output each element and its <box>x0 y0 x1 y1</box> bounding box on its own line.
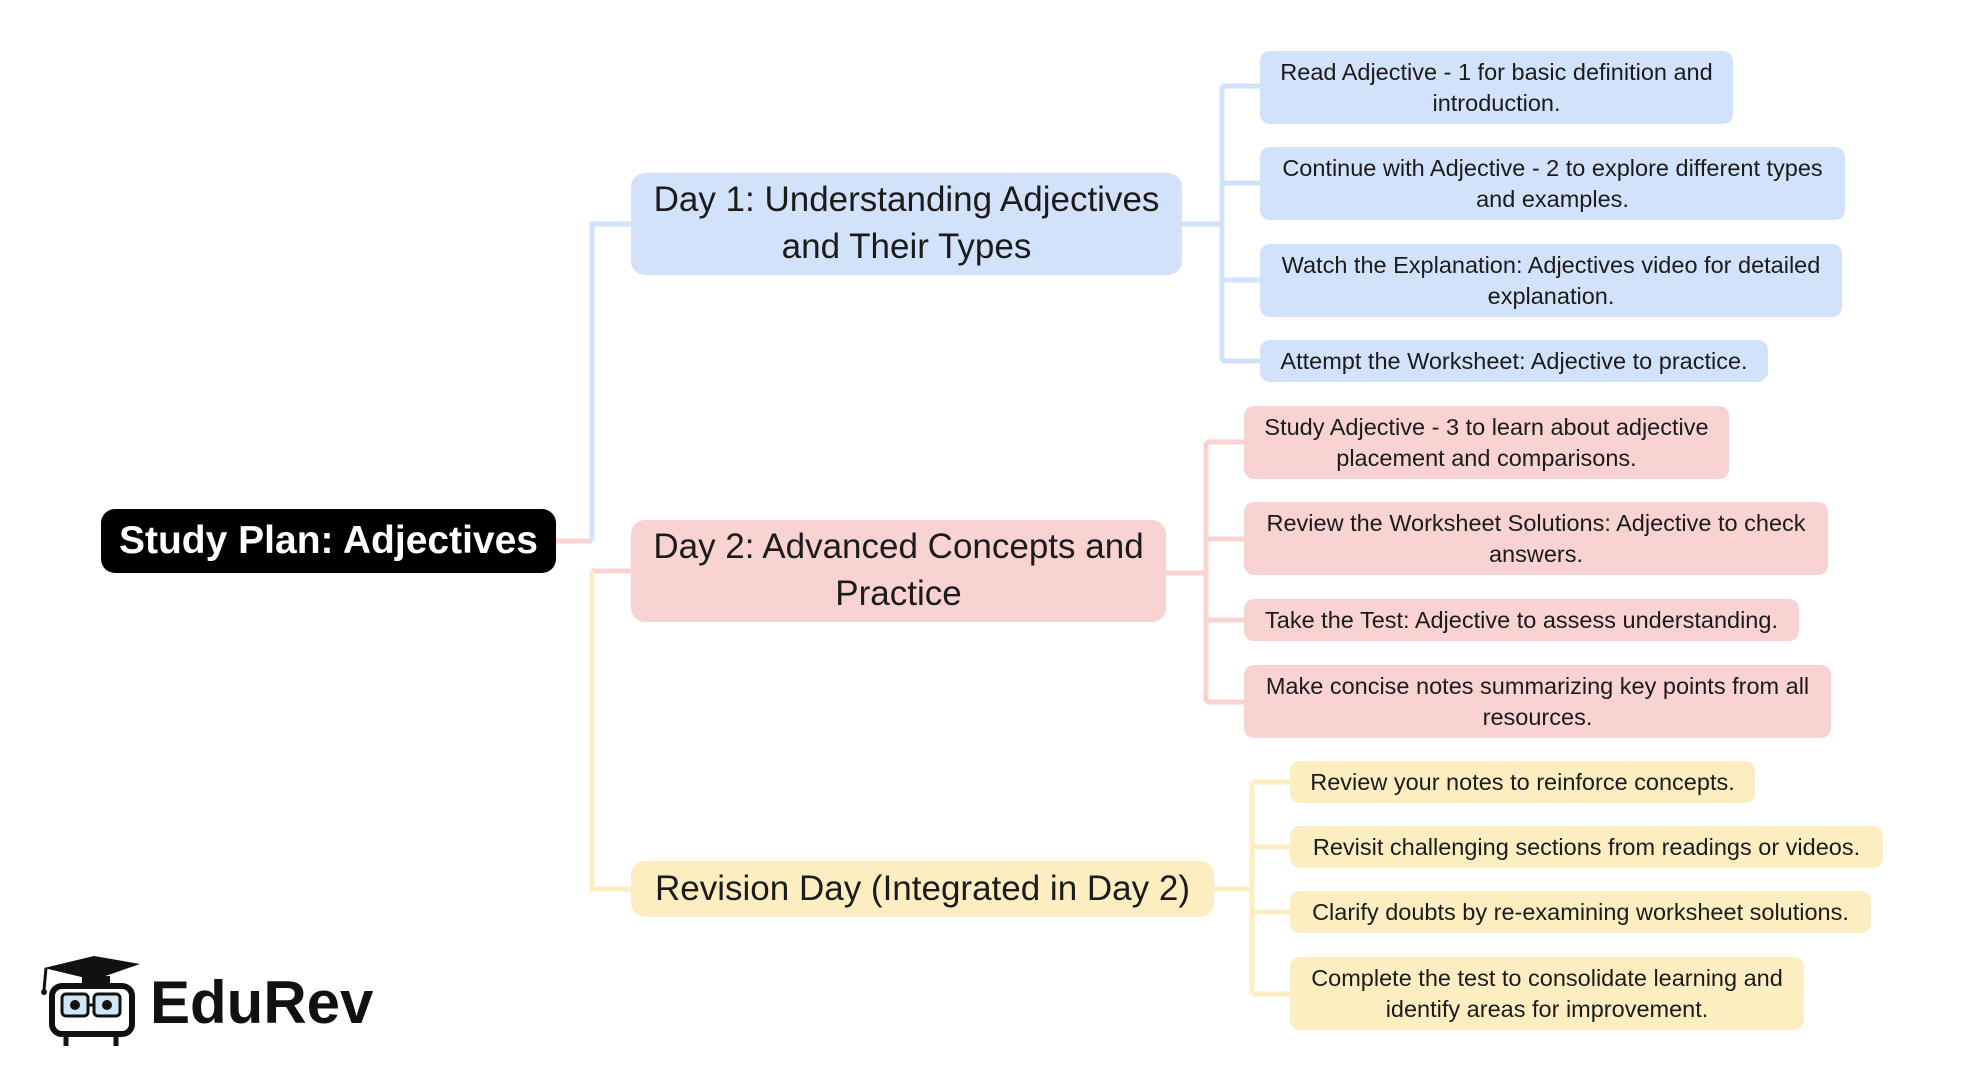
branch2-connector <box>1166 439 1244 705</box>
leaf-node: Review your notes to reinforce concepts. <box>1290 761 1755 803</box>
spine-yellow <box>589 571 631 892</box>
leaf-node: Read Adjective - 1 for basic definition … <box>1260 51 1733 124</box>
root-node: Study Plan: Adjectives <box>101 509 556 573</box>
branch-node-revision: Revision Day (Integrated in Day 2) <box>631 861 1214 917</box>
leaf-node: Complete the test to consolidate learnin… <box>1290 957 1804 1030</box>
leaf-node: Take the Test: Adjective to assess under… <box>1244 599 1799 641</box>
leaf-node: Watch the Explanation: Adjectives video … <box>1260 244 1842 317</box>
leaf-node: Continue with Adjective - 2 to explore d… <box>1260 147 1845 220</box>
branch-node-day1: Day 1: Understanding Adjectives and Thei… <box>631 173 1182 275</box>
graduation-cap-mascot-icon <box>41 956 140 1046</box>
leaf-node: Make concise notes summarizing key point… <box>1244 665 1831 738</box>
leaf-node: Study Adjective - 3 to learn about adjec… <box>1244 406 1729 479</box>
branch-node-day2: Day 2: Advanced Concepts and Practice <box>631 520 1166 622</box>
branch3-connector <box>1214 779 1290 997</box>
spine-blue <box>589 221 631 541</box>
branch1-connector <box>1182 83 1260 364</box>
leaf-node: Clarify doubts by re-examining worksheet… <box>1290 891 1871 933</box>
leaf-node: Attempt the Worksheet: Adjective to prac… <box>1260 340 1768 382</box>
edurev-logo <box>41 956 140 1046</box>
logo-text: EduRev <box>150 969 374 1036</box>
leaf-node: Review the Worksheet Solutions: Adjectiv… <box>1244 502 1828 575</box>
leaf-node: Revisit challenging sections from readin… <box>1290 826 1883 868</box>
